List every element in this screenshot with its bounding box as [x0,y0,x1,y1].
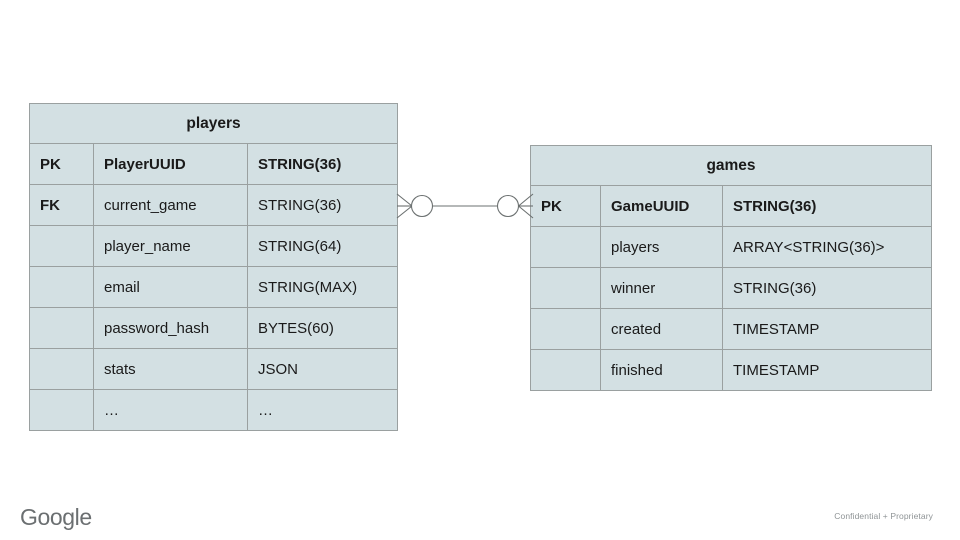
row-key [29,225,94,267]
table-row[interactable]: FK current_game STRING(36) [29,184,399,226]
table-row[interactable]: PK PlayerUUID STRING(36) [29,143,399,185]
row-key: PK [29,143,94,185]
crow-foot-line-right-lower [518,205,534,219]
cardinality-circle-left [410,194,434,218]
row-key [29,307,94,349]
table-row[interactable]: player_name STRING(64) [29,225,399,267]
row-column-name: finished [600,349,723,391]
row-column-type: … [246,389,399,431]
table-row[interactable]: winner STRING(36) [530,267,932,309]
row-key [530,226,601,268]
row-column-name: … [93,389,248,431]
row-column-type: STRING(36) [722,267,932,309]
row-column-type: ARRAY<STRING(36)> [722,226,932,268]
entity-title-row: players [28,103,399,144]
table-row[interactable]: players ARRAY<STRING(36)> [530,226,932,268]
table-row[interactable]: password_hash BYTES(60) [29,307,399,349]
row-key: PK [530,185,601,227]
row-key [29,389,94,431]
entity-title-games: games [530,145,932,186]
relationship-connector-players-games[interactable] [390,178,540,234]
row-column-name: created [600,308,723,350]
crow-foot-line-right-upper [518,193,534,207]
row-column-type: TIMESTAMP [722,308,932,350]
entity-table-players[interactable]: players PK PlayerUUID STRING(36) FK curr… [28,103,399,431]
row-column-name: PlayerUUID [93,143,248,185]
row-key [29,266,94,308]
row-column-name: GameUUID [600,185,723,227]
row-column-type: JSON [246,348,399,390]
row-column-name: email [93,266,248,308]
crow-foot-line-left-upper [396,193,413,207]
row-column-type: STRING(MAX) [246,266,399,308]
table-row[interactable]: created TIMESTAMP [530,308,932,350]
crow-foot-line-left-lower [396,205,413,219]
google-logo-text: Google [20,504,92,530]
table-row[interactable]: PK GameUUID STRING(36) [530,185,932,227]
row-column-type: TIMESTAMP [722,349,932,391]
table-row[interactable]: … … [29,389,399,431]
row-column-name: winner [600,267,723,309]
google-logo: Google [20,504,92,530]
entity-title-players: players [28,103,399,144]
row-key [29,348,94,390]
row-key [530,267,601,309]
cardinality-circle-right [496,194,520,218]
row-column-name: stats [93,348,248,390]
row-column-name: player_name [93,225,248,267]
table-row[interactable]: stats JSON [29,348,399,390]
table-row[interactable]: email STRING(MAX) [29,266,399,308]
row-key [530,349,601,391]
confidentiality-note: Confidential + Proprietary [834,511,933,521]
row-column-type: BYTES(60) [246,307,399,349]
entity-table-games[interactable]: games PK GameUUID STRING(36) players ARR… [530,145,932,391]
row-column-type: STRING(36) [246,184,399,226]
row-key: FK [29,184,94,226]
row-column-name: players [600,226,723,268]
row-column-name: password_hash [93,307,248,349]
row-column-type: STRING(36) [722,185,932,227]
table-row[interactable]: finished TIMESTAMP [530,349,932,391]
row-column-type: STRING(64) [246,225,399,267]
entity-title-row: games [530,145,932,186]
row-column-type: STRING(36) [246,143,399,185]
row-column-name: current_game [93,184,248,226]
row-key [530,308,601,350]
